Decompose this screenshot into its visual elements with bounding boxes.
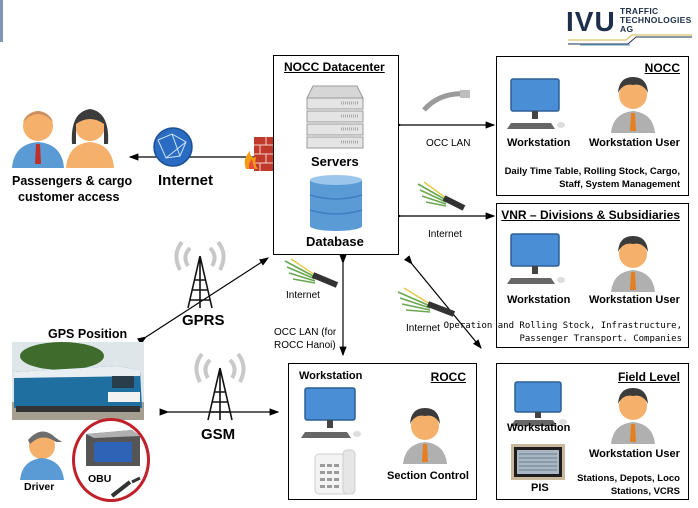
internet-center-label: Internet xyxy=(286,290,320,301)
section-control-label: Section Control xyxy=(387,470,469,482)
internet-vnr-label: Internet xyxy=(428,229,462,240)
nocc-datacenter-box: NOCC Datacenter Servers Database xyxy=(273,55,399,255)
workstation-icon xyxy=(507,78,565,129)
ivu-logo: IVU TRAFFIC TECHNOLOGIES AG xyxy=(566,4,694,46)
fiber-cable-icon-field xyxy=(397,287,456,317)
workstation-icon xyxy=(301,387,361,438)
nocc-workstation-label: Workstation xyxy=(507,137,571,149)
workstation-user-icon xyxy=(611,77,655,133)
field-workstation-label: Workstation xyxy=(507,422,571,434)
obu-stylus-icon xyxy=(110,476,141,498)
customers-icon xyxy=(12,109,114,168)
nocc-user-label: Workstation User xyxy=(589,137,680,149)
vnr-box: VNR – Divisions & Subsidiaries Workstati… xyxy=(444,203,689,348)
slide-accent-bar xyxy=(0,0,3,42)
rocc-title: ROCC xyxy=(430,370,466,384)
obu-highlight-circle xyxy=(72,418,150,502)
nocc-description: Daily Time Table, Rolling Stock, Cargo, … xyxy=(504,166,680,190)
field-level-box: Field Level Workstation PIS Workstation … xyxy=(496,363,689,500)
field-description: Stations, Depots, Loco Stations, VCRS xyxy=(577,473,680,497)
rocc-box: Workstation ROCC Section Control xyxy=(288,363,477,500)
logo-subtitle: TRAFFIC TECHNOLOGIES AG xyxy=(620,6,692,34)
link-internet-field xyxy=(403,255,482,349)
occ-lan-label: OCC LAN xyxy=(426,138,471,149)
internet-diag-label: Internet xyxy=(406,323,440,334)
gprs-label: GPRS xyxy=(182,312,225,329)
rocc-workstation-label: Workstation xyxy=(299,370,363,382)
vnr-user-label: Workstation User xyxy=(589,294,680,306)
workstation-icon xyxy=(511,381,567,426)
globe-icon xyxy=(153,127,193,167)
vnr-title: VNR – Divisions & Subsidiaries xyxy=(501,208,680,222)
fiber-cable-icon-vnr xyxy=(417,181,466,211)
datacenter-title: NOCC Datacenter xyxy=(284,60,385,74)
obu-label: OBU xyxy=(88,473,112,485)
customers-label-line2: customer access xyxy=(18,190,120,204)
pis-label: PIS xyxy=(531,482,549,494)
field-user-label: Workstation User xyxy=(589,448,680,460)
nocc-box: NOCC Workstation Workstation User Daily … xyxy=(496,56,689,196)
servers-label: Servers xyxy=(311,154,359,169)
workstation-user-icon xyxy=(611,236,655,292)
driver-label: Driver xyxy=(24,481,55,493)
logo-wordmark: IVU xyxy=(566,6,616,37)
customers-label-line1: Passengers & cargo xyxy=(12,174,133,188)
gsm-tower-icon xyxy=(194,352,246,421)
driver-icon xyxy=(20,431,64,480)
servers-icon xyxy=(306,85,364,149)
field-title: Field Level xyxy=(617,370,680,384)
gsm-label: GSM xyxy=(201,426,236,443)
telephone-icon xyxy=(314,449,356,495)
obu-device-icon xyxy=(86,430,140,466)
gprs-tower-icon xyxy=(174,240,226,309)
workstation-user-icon xyxy=(611,388,655,444)
locomotive-photo xyxy=(12,342,144,420)
gps-position-label: GPS Position xyxy=(48,327,128,341)
section-control-user-icon xyxy=(403,408,447,464)
vnr-description: Operation and Rolling Stock, Infrastruct… xyxy=(443,321,682,344)
logo-track-lines xyxy=(568,34,692,46)
nocc-title: NOCC xyxy=(644,61,680,75)
database-label: Database xyxy=(306,234,364,249)
workstation-icon xyxy=(507,233,565,284)
occ-lan-rocc-label: OCC LAN (for ROCC Hanoi) xyxy=(274,327,337,351)
link-gprs xyxy=(136,257,270,345)
internet-label: Internet xyxy=(158,172,214,189)
vnr-workstation-label: Workstation xyxy=(507,294,571,306)
database-icon xyxy=(309,175,363,231)
fiber-cable-icon-center xyxy=(284,258,339,288)
pis-display-icon xyxy=(511,444,565,480)
lan-cable-icon xyxy=(422,90,470,112)
